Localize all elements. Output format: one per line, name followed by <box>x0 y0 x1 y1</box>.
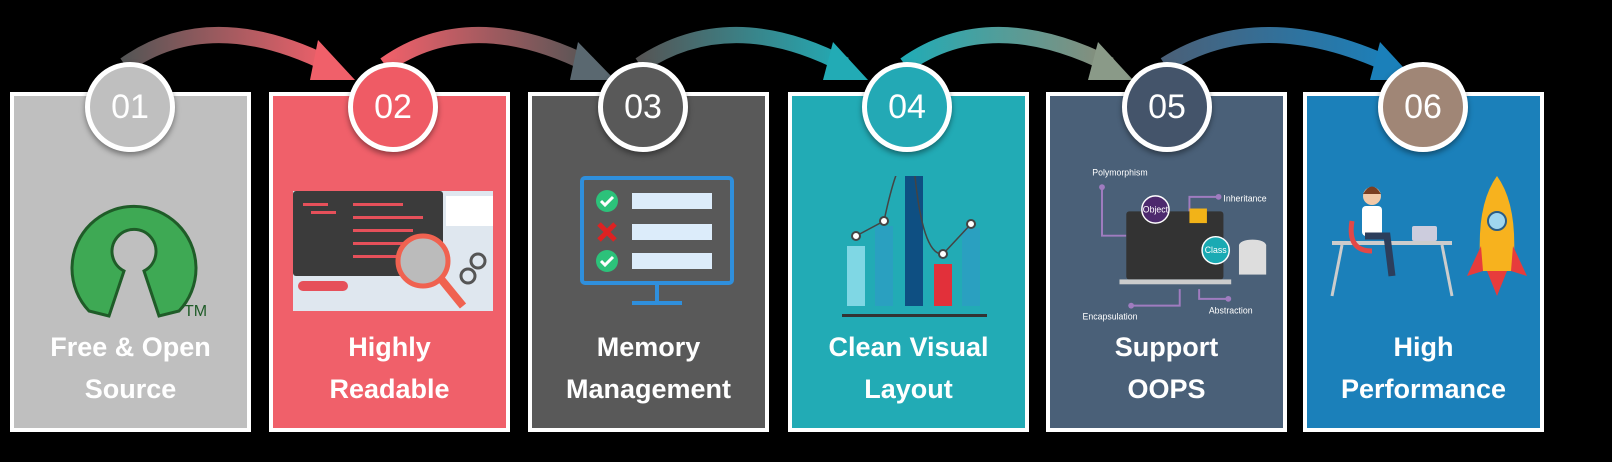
oop-abstraction-label: Abstraction <box>1209 305 1253 315</box>
step-number-badge: 05 <box>1122 62 1212 152</box>
arrowhead-icon <box>310 40 355 80</box>
arrow-3-4 <box>635 27 849 73</box>
code-magnifier-icon <box>293 191 493 311</box>
title-line: Highly <box>348 332 431 362</box>
step-number: 01 <box>111 87 149 126</box>
title-line: Readable <box>329 374 450 404</box>
oop-laptop-icon: Object Class Polymorphism Inheritance En… <box>1083 167 1267 321</box>
trademark: TM <box>184 303 207 320</box>
arrowhead-icon <box>570 42 615 80</box>
step-number: 05 <box>1148 87 1186 126</box>
title-line: Management <box>565 374 732 404</box>
arrowhead-icon <box>1088 42 1133 80</box>
title-line: Performance <box>1340 374 1507 404</box>
arrow-2-3 <box>380 27 594 73</box>
rocket-desk-icon <box>1330 176 1527 297</box>
step-number-badge: 04 <box>862 62 952 152</box>
title-line: High <box>1393 332 1454 362</box>
checklist-monitor-icon <box>580 176 734 305</box>
title-line: Support <box>1114 332 1219 362</box>
step-number-badge: 02 <box>348 62 438 152</box>
step-number: 03 <box>624 87 662 126</box>
step-number: 02 <box>374 87 412 126</box>
step-number: 06 <box>1404 87 1442 126</box>
title-line: Clean Visual <box>828 332 989 362</box>
step-number-badge: 01 <box>85 62 175 152</box>
oop-encapsulation-label: Encapsulation <box>1083 311 1138 321</box>
arrow-4-5 <box>900 27 1114 73</box>
title-line: Free & Open <box>50 332 211 362</box>
open-source-logo-icon: TM <box>70 204 207 320</box>
title-line: OOPS <box>1127 374 1206 404</box>
oop-object-label: Object <box>1143 204 1169 214</box>
step-number: 04 <box>888 87 926 126</box>
title-line: Source <box>84 374 177 404</box>
step-number-badge: 03 <box>598 62 688 152</box>
oop-polymorphism-label: Polymorphism <box>1092 167 1147 177</box>
title-line: Memory <box>596 332 701 362</box>
oop-class-label: Class <box>1205 245 1227 255</box>
arrowhead-icon <box>823 42 868 80</box>
arrow-5-6 <box>1160 27 1394 73</box>
oop-inheritance-label: Inheritance <box>1223 194 1266 204</box>
title-line: Layout <box>864 374 953 404</box>
arrow-1-2 <box>120 27 334 73</box>
step-number-badge: 06 <box>1378 62 1468 152</box>
bar-chart-icon <box>842 176 987 317</box>
